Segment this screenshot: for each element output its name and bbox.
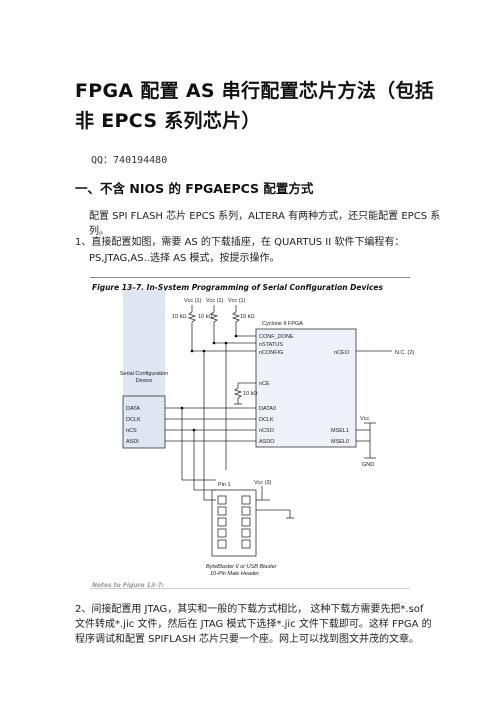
- gnd-label: GND: [362, 462, 374, 468]
- nc-label: N.C. (2): [395, 350, 414, 356]
- qq-contact: QQ：740194480: [91, 155, 168, 166]
- vcc-label-3: Vcc (1): [228, 298, 246, 304]
- resistor-label-3: 10 kΩ: [240, 314, 255, 320]
- paragraph-intro: 配置 SPI FLASH 芯片 EPCS 系列，ALTERA 有两种方式，还只能…: [89, 211, 441, 237]
- document-title: FPGA 配置 AS 串行配置芯片方法（包括非 EPCS 系列芯片）: [75, 80, 435, 132]
- fpga-pin-nce: nCE: [259, 381, 270, 387]
- nce-resistor-label: 10 kΩ: [243, 391, 258, 397]
- fpga-title: Cyclone II FPGA: [262, 321, 303, 327]
- resistor-label-2: 10 kΩ: [198, 314, 213, 320]
- fpga-pin-msel1: MSEL1: [331, 428, 349, 434]
- header-caption-line1: ByteBlaster II or USB Blaster: [206, 564, 278, 570]
- paragraph-method-1-line2: PS,JTAG,AS..选择 AS 模式，按提示操作。: [89, 253, 280, 264]
- device-pin-ncs: nCS: [126, 428, 137, 434]
- pin1-label: Pin 1: [218, 482, 231, 488]
- fpga-pin-conf-done: CONF_DONE: [259, 334, 294, 340]
- fpga-pin-ncso: nCSO: [259, 428, 275, 434]
- device-pin-asdi: ASDI: [126, 439, 139, 445]
- fpga-pin-msel0: MSEL0: [331, 439, 349, 445]
- section-heading: 一、不含 NIOS 的 FPGAEPCS 配置方式: [75, 181, 314, 196]
- vcc-label-1: Vcc (1): [184, 298, 202, 304]
- fpga-pin-asdo: ASDO: [259, 439, 275, 445]
- vcc-right-label: Vcc: [360, 416, 369, 422]
- device-title: Serial Configuration Device: [119, 371, 169, 384]
- paragraph-method-2: 2、间接配置用 JTAG，其实和一般的下载方式相比， 这种下载方需要先把*.so…: [75, 604, 432, 645]
- header-vcc-label: Vcc (3): [254, 480, 272, 486]
- device-pin-dclk: DCLK: [126, 417, 141, 423]
- header-caption-line2: 10-Pin Male Header: [210, 571, 260, 577]
- figure-footer-fragment: Notes to Figure 13-7:: [92, 582, 165, 589]
- figure-top-rule: [90, 277, 410, 278]
- fpga-pin-data0: DATA0: [259, 406, 276, 412]
- paragraph-method-1-line1: 1、直接配置如图，需要 AS 的下载插座，在 QUARTUS II 软件下编程有…: [75, 237, 405, 248]
- fpga-pin-nconfig: nCONFIG: [259, 350, 283, 356]
- vcc-label-2: Vcc (1): [206, 298, 224, 304]
- fpga-pin-dclk: DCLK: [259, 417, 274, 423]
- figure-caption: Figure 13–7. In-System Programming of Se…: [92, 283, 383, 292]
- fpga-pin-nstatus: nSTATUS: [259, 342, 283, 348]
- fpga-pin-nceo: nCEO: [334, 350, 350, 356]
- figure-bottom-rule: [90, 588, 410, 589]
- resistor-label-1: 10 kΩ: [172, 314, 187, 320]
- device-pin-data: DATA: [126, 406, 140, 412]
